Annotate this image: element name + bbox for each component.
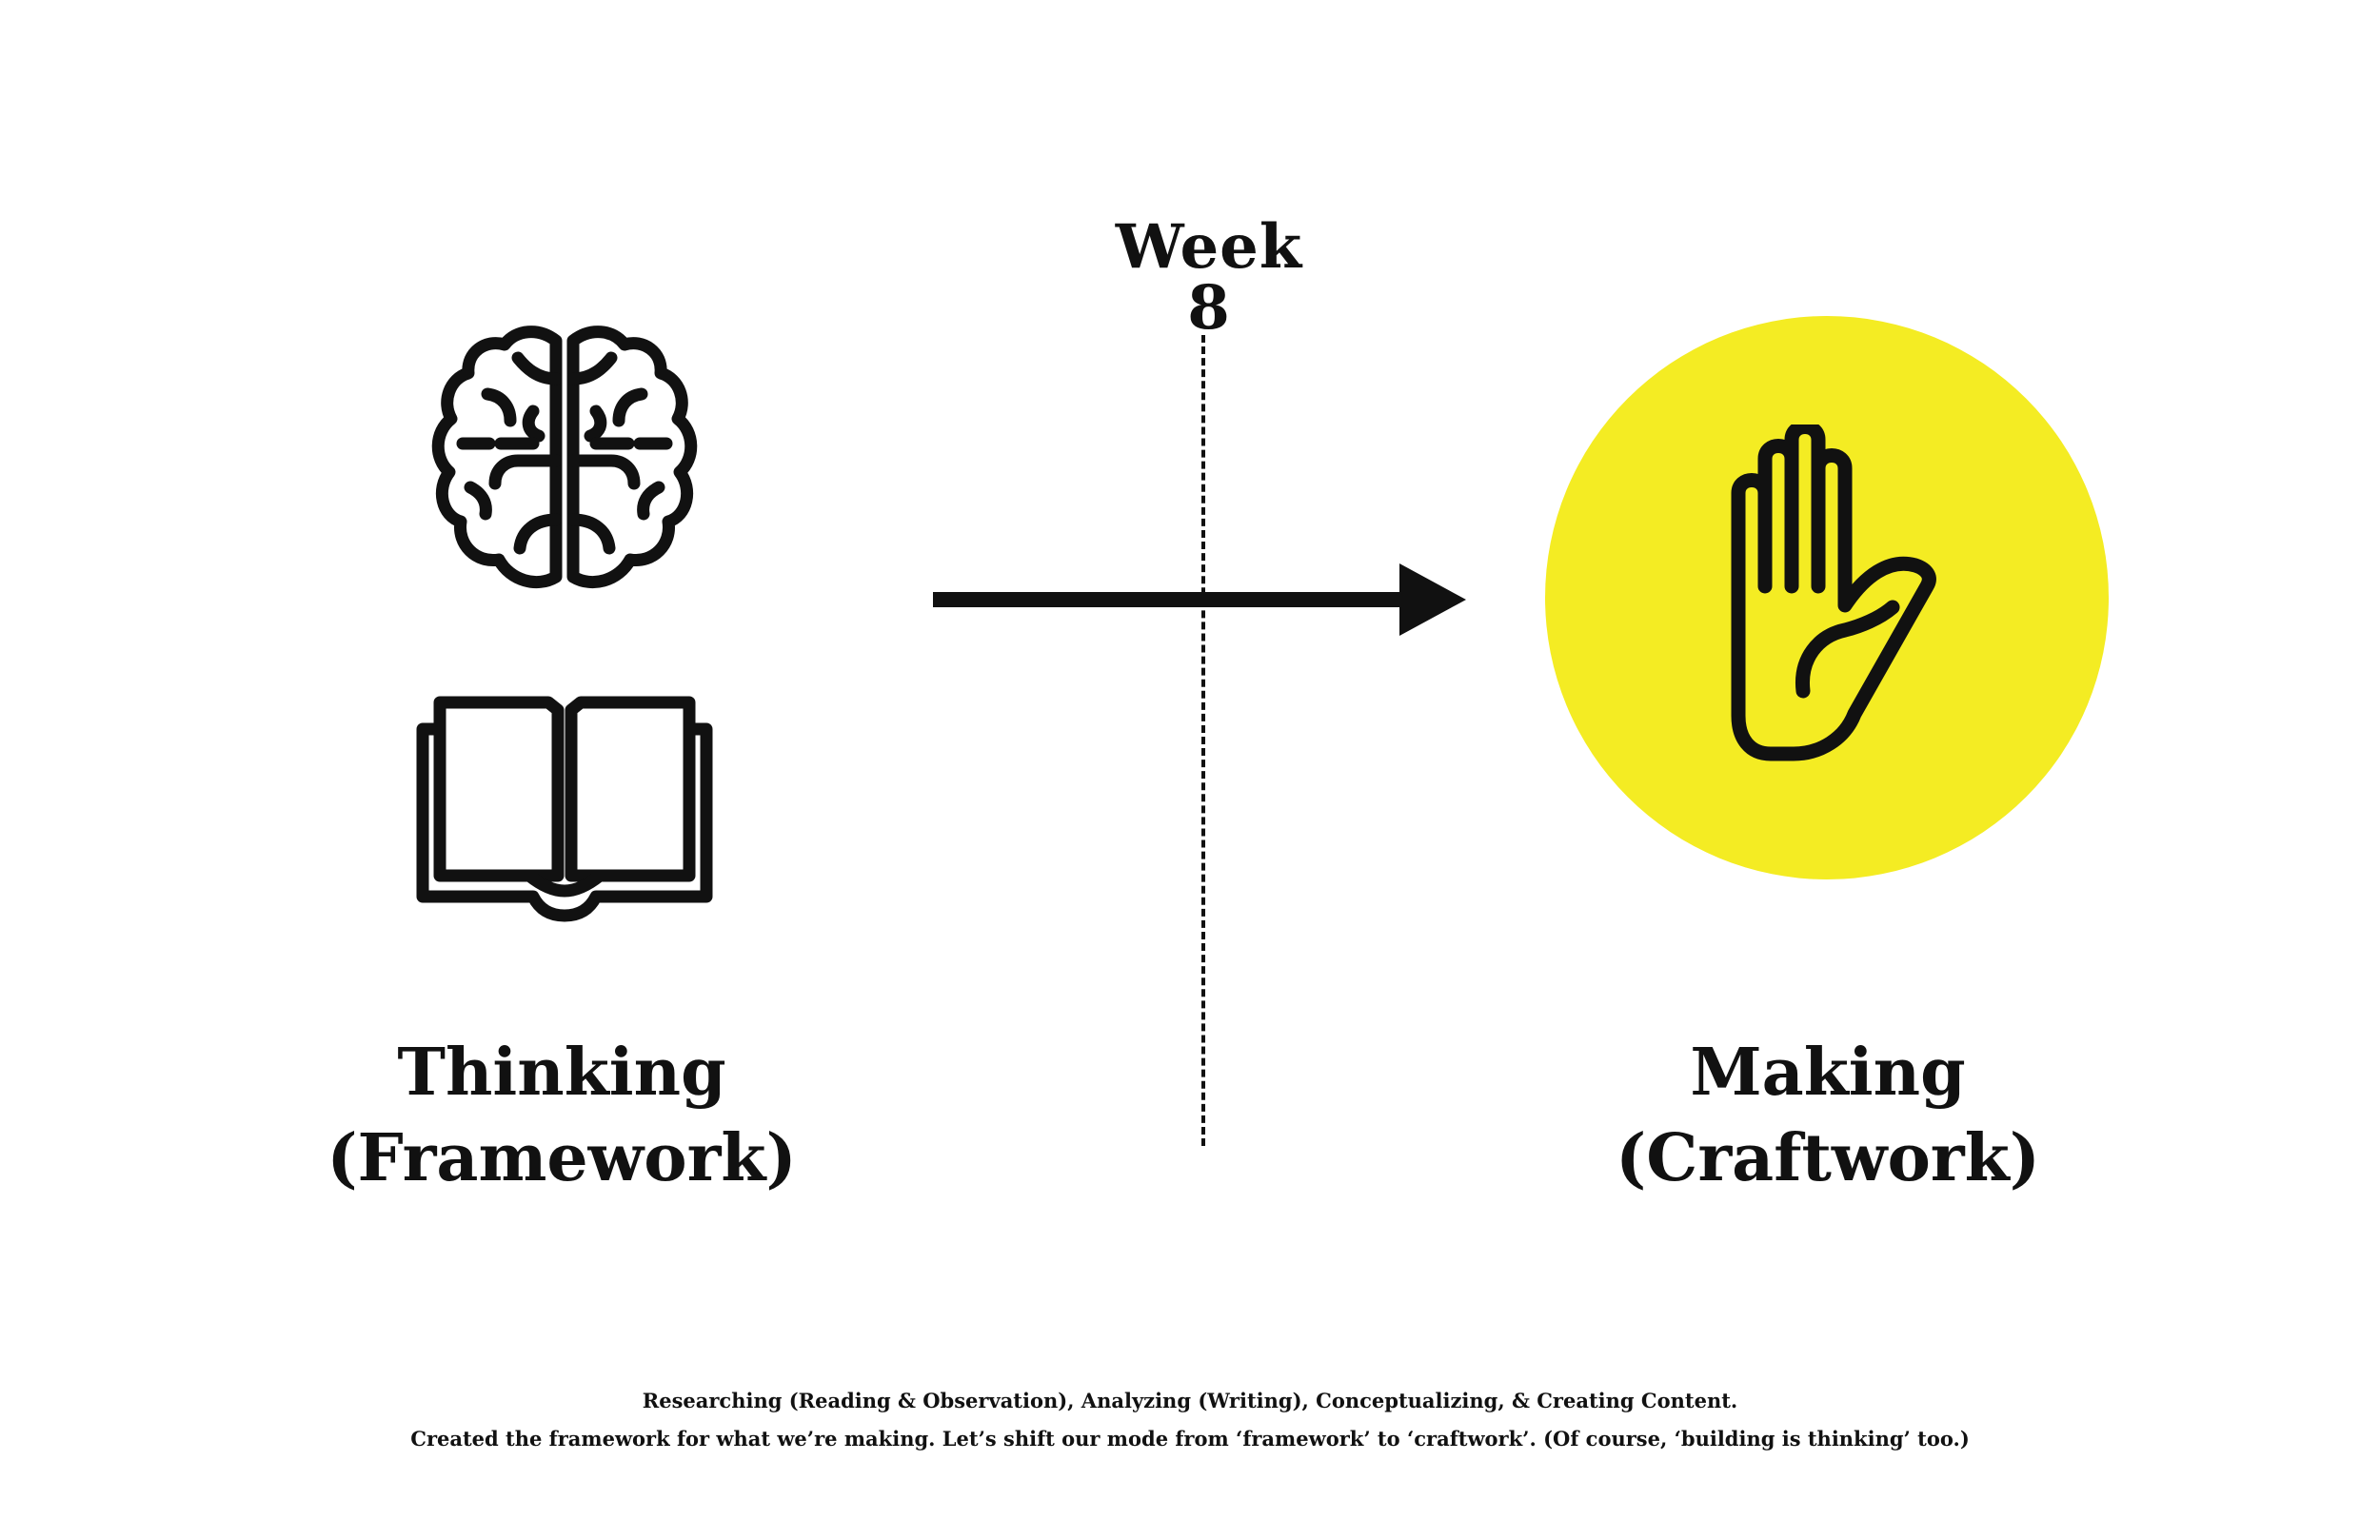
footnote-line-1: Researching (Reading & Observation), Ana… bbox=[642, 1389, 1738, 1412]
making-caption: Making (Craftwork) bbox=[1590, 1030, 2066, 1201]
thinking-title: Thinking bbox=[397, 1035, 726, 1111]
footnote-line-2: Created the framework for what we’re mak… bbox=[410, 1427, 1970, 1451]
thinking-subtitle: (Framework) bbox=[327, 1120, 797, 1196]
making-subtitle: (Craftwork) bbox=[1616, 1120, 2040, 1196]
raised-hand-icon bbox=[1731, 424, 1936, 761]
right-arrow-icon bbox=[933, 563, 1466, 636]
footnote: Researching (Reading & Observation), Ana… bbox=[238, 1382, 2142, 1458]
making-title: Making bbox=[1690, 1035, 1966, 1111]
brain-icon bbox=[431, 326, 698, 589]
craftwork-circle bbox=[1545, 316, 2109, 879]
thinking-caption: Thinking (Framework) bbox=[324, 1030, 800, 1201]
open-book-icon bbox=[416, 696, 713, 922]
week-label: Week 8 bbox=[1115, 211, 1303, 344]
week-divider-dashed-line bbox=[1201, 335, 1205, 1146]
